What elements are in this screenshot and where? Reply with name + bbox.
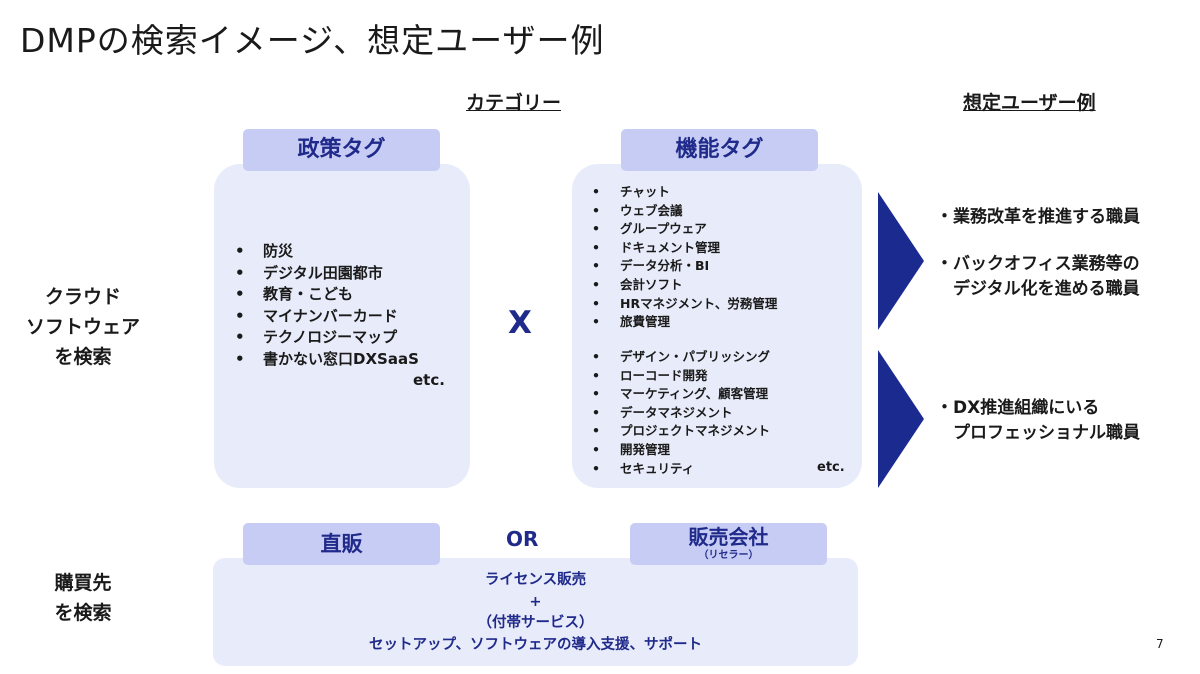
cloud-label-line: ソフトウェア (25, 316, 140, 338)
users-heading: 想定ユーザー例 (963, 92, 1096, 114)
function-etc: etc. (817, 460, 845, 475)
list-item: デザイン・パブリッシング (590, 348, 770, 367)
user-example: デジタル化を進める職員 (953, 279, 1140, 299)
user-group-2: ・DX推進組織にいる プロフェッショナル職員 (936, 396, 1140, 446)
list-item: データ分析・BI (590, 257, 777, 276)
chevron-right-icon (878, 350, 924, 488)
list-item: デジタル田園都市 (233, 263, 419, 285)
list-item: テクノロジーマップ (233, 327, 419, 349)
list-item: ドキュメント管理 (590, 239, 777, 258)
direct-sales-tag: 直販 (243, 523, 440, 565)
list-item: ウェブ会議 (590, 202, 777, 221)
chevron-right-icon (878, 192, 924, 330)
list-item: 防災 (233, 241, 419, 263)
list-item: セキュリティ (590, 460, 770, 479)
or-label: OR (506, 527, 539, 551)
purchase-line: + (529, 593, 542, 610)
purchase-label-line: を検索 (54, 602, 112, 624)
list-item: HRマネジメント、労務管理 (590, 295, 777, 314)
function-tag-header: 機能タグ (621, 129, 818, 171)
purchase-search-label: 購買先 を検索 (8, 568, 158, 628)
list-item: プロジェクトマネジメント (590, 422, 770, 441)
reseller-tag: 販売会社 （リセラー） (630, 523, 827, 565)
purchase-line: セットアップ、ソフトウェアの導入支援、サポート (368, 636, 703, 653)
purchase-panel (213, 558, 858, 666)
user-example: ・業務改革を推進する職員 (936, 207, 1140, 227)
function-tag-list-b: デザイン・パブリッシング ローコード開発 マーケティング、顧客管理 データマネジ… (590, 348, 770, 478)
cloud-label-line: を検索 (54, 346, 112, 368)
list-item: マーケティング、顧客管理 (590, 385, 770, 404)
user-group-1: ・業務改革を推進する職員 ・バックオフィス業務等の デジタル化を進める職員 (936, 205, 1140, 302)
user-example: プロフェッショナル職員 (953, 423, 1140, 443)
policy-tag-list: 防災 デジタル田園都市 教育・こども マイナンバーカード テクノロジーマップ 書… (233, 241, 419, 370)
list-item: マイナンバーカード (233, 306, 419, 328)
purchase-label-line: 購買先 (54, 572, 112, 594)
list-item: 旅費管理 (590, 313, 777, 332)
user-example: ・DX推進組織にいる (936, 398, 1100, 418)
page-title: DMPの検索イメージ、想定ユーザー例 (20, 21, 605, 60)
list-item: チャット (590, 183, 777, 202)
cloud-search-label: クラウド ソフトウェア を検索 (8, 282, 158, 372)
policy-tag-header: 政策タグ (243, 129, 440, 171)
list-item: データマネジメント (590, 404, 770, 423)
policy-etc: etc. (413, 371, 445, 389)
purchase-description: ライセンス販売 + （付帯サービス） セットアップ、ソフトウェアの導入支援、サポ… (213, 570, 858, 656)
list-item: 書かない窓口DXSaaS (233, 349, 419, 371)
user-example: ・バックオフィス業務等の (936, 254, 1140, 274)
cloud-label-line: クラウド (44, 286, 121, 308)
cross-symbol: X (508, 305, 532, 341)
reseller-sub-label: （リセラー） (698, 550, 759, 561)
list-item: 開発管理 (590, 441, 770, 460)
list-item: 会計ソフト (590, 276, 777, 295)
page-number: 7 (1156, 637, 1164, 651)
purchase-line: ライセンス販売 (484, 572, 587, 588)
purchase-line: （付帯サービス） (477, 615, 594, 631)
reseller-label: 販売会社 (688, 525, 769, 549)
list-item: グループウェア (590, 220, 777, 239)
category-heading: カテゴリー (466, 92, 562, 114)
list-item: 教育・こども (233, 284, 419, 306)
function-tag-list-a: チャット ウェブ会議 グループウェア ドキュメント管理 データ分析・BI 会計ソ… (590, 183, 777, 332)
list-item: ローコード開発 (590, 367, 770, 386)
arrow-shapes (878, 192, 924, 488)
